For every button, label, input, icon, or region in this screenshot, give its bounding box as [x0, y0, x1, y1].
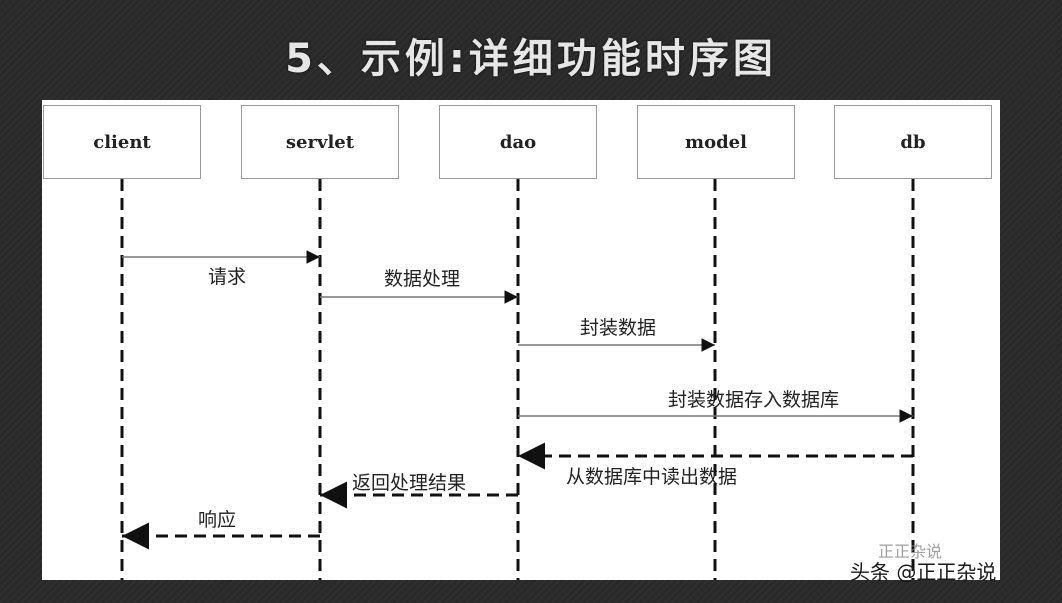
message-label-return-result: 返回处理结果	[352, 472, 467, 494]
participant-client: client	[43, 105, 201, 179]
watermark-secondary: 正正杂说	[878, 542, 943, 561]
message-label-data-process: 数据处理	[384, 268, 461, 290]
watermark: 头条 @正正杂说	[850, 560, 997, 584]
message-label-read-db: 从数据库中读出数据	[566, 466, 738, 488]
message-label-response: 响应	[198, 509, 237, 531]
message-label-wrap-data: 封装数据	[580, 317, 657, 339]
message-label-request: 请求	[208, 266, 247, 288]
participant-servlet: servlet	[241, 105, 399, 179]
message-label-store-db: 封装数据存入数据库	[668, 389, 840, 411]
diagram-svg	[120, 179, 915, 580]
participant-db: db	[834, 105, 992, 179]
participant-dao: dao	[439, 105, 597, 179]
slide-title: 5、示例:详细功能时序图	[285, 36, 777, 82]
sequence-diagram: client servlet dao model db 请求 数据处理 封装数据…	[42, 100, 1000, 580]
participant-model: model	[637, 105, 795, 179]
